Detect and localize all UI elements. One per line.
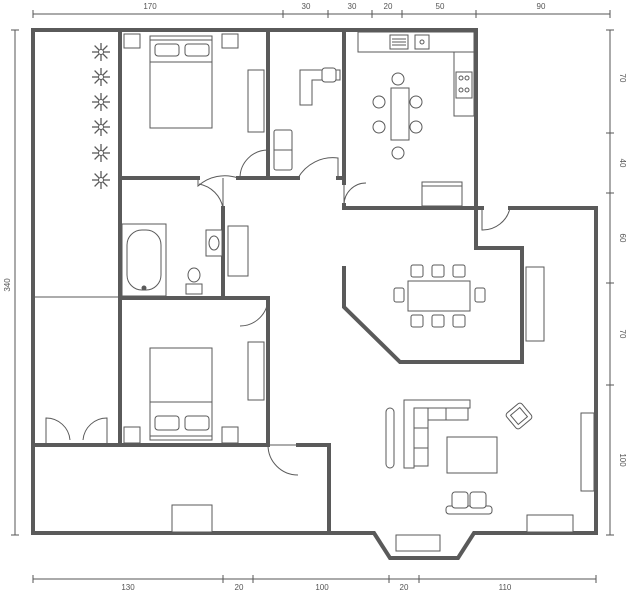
bottom-dim-label: 130 xyxy=(121,583,135,592)
door-swing-icon xyxy=(198,178,224,209)
left-dimension-line: 340 xyxy=(3,29,19,536)
plant-icon xyxy=(92,118,110,136)
bay-window-bench xyxy=(395,534,441,552)
double-bed-icon xyxy=(149,35,213,129)
lamp-table xyxy=(385,407,395,469)
living-wall xyxy=(327,206,598,560)
dining-table-icon xyxy=(393,264,486,328)
nightstand xyxy=(123,426,141,444)
cabinet xyxy=(526,514,574,533)
wall-kitchen-left-low xyxy=(342,203,478,210)
dining-table-icon xyxy=(372,72,423,160)
sink-icon xyxy=(205,229,223,257)
bottom-dim-label: 20 xyxy=(235,583,244,592)
bottom-dimension-line: 130 20 100 20 110 xyxy=(32,575,597,592)
door-swing-icon xyxy=(343,182,367,206)
nightstand xyxy=(221,426,239,444)
bottom-dim-label: 110 xyxy=(499,583,512,592)
bottom-dim-label: 100 xyxy=(315,583,329,592)
sofa-icon xyxy=(445,491,493,515)
walls xyxy=(31,28,598,560)
door-swing-icon xyxy=(297,157,339,179)
door-swing-icon xyxy=(239,297,269,327)
coffee-table xyxy=(446,436,498,474)
door-swing-icon xyxy=(45,417,108,445)
right-dim-label: 70 xyxy=(618,330,627,339)
cabinet xyxy=(171,504,213,533)
top-dim-label: 90 xyxy=(537,2,546,11)
top-dim-label: 50 xyxy=(436,2,445,11)
plant-icon xyxy=(92,43,110,61)
top-dim-label: 20 xyxy=(384,2,393,11)
stove-icon xyxy=(455,71,473,99)
right-dim-label: 40 xyxy=(618,159,627,168)
bathtub-icon xyxy=(121,223,167,297)
bedroom-1-furniture xyxy=(123,33,265,133)
door-swing-icon xyxy=(481,207,511,231)
plant-icon xyxy=(92,144,110,162)
nightstand xyxy=(221,33,239,49)
toilet-icon xyxy=(185,267,203,295)
door-swing-icon xyxy=(267,444,299,476)
desk-chair-icon xyxy=(321,67,337,83)
right-dim-label: 70 xyxy=(618,74,627,83)
armchair-icon xyxy=(505,402,533,430)
plant-icon xyxy=(92,68,110,86)
bathroom-furniture xyxy=(121,223,249,297)
tv-console xyxy=(580,412,595,492)
living-room-furniture xyxy=(385,399,595,552)
top-dim-label: 170 xyxy=(143,2,157,11)
cabinet xyxy=(227,225,249,277)
top-dim-label: 30 xyxy=(302,2,311,11)
study-furniture xyxy=(273,67,341,171)
door-swing-icon xyxy=(239,149,269,179)
plant-icon xyxy=(92,171,110,189)
terrace-plants xyxy=(92,43,110,189)
top-dim-label: 30 xyxy=(348,2,357,11)
dining-area-furniture xyxy=(393,264,545,342)
top-dimension-line: 170 30 30 20 50 90 xyxy=(32,2,611,18)
sofa-icon xyxy=(403,399,471,469)
right-dim-label: 60 xyxy=(618,234,627,243)
right-dimension-line: 70 40 60 70 100 xyxy=(606,29,627,536)
kitchen-furniture xyxy=(357,31,475,207)
right-dim-label: 100 xyxy=(618,453,627,467)
sideboard xyxy=(525,266,545,342)
bottom-dim-label: 20 xyxy=(400,583,409,592)
doors xyxy=(45,149,511,476)
left-dim-label: 340 xyxy=(3,278,12,292)
wardrobe xyxy=(247,341,265,401)
outer-wall xyxy=(31,28,524,364)
wardrobe xyxy=(247,69,265,133)
bedroom-2-furniture xyxy=(123,341,265,444)
wardrobe xyxy=(123,33,141,49)
double-bed-icon xyxy=(149,347,213,441)
plant-icon xyxy=(92,93,110,111)
door-swing-icon xyxy=(197,175,239,188)
